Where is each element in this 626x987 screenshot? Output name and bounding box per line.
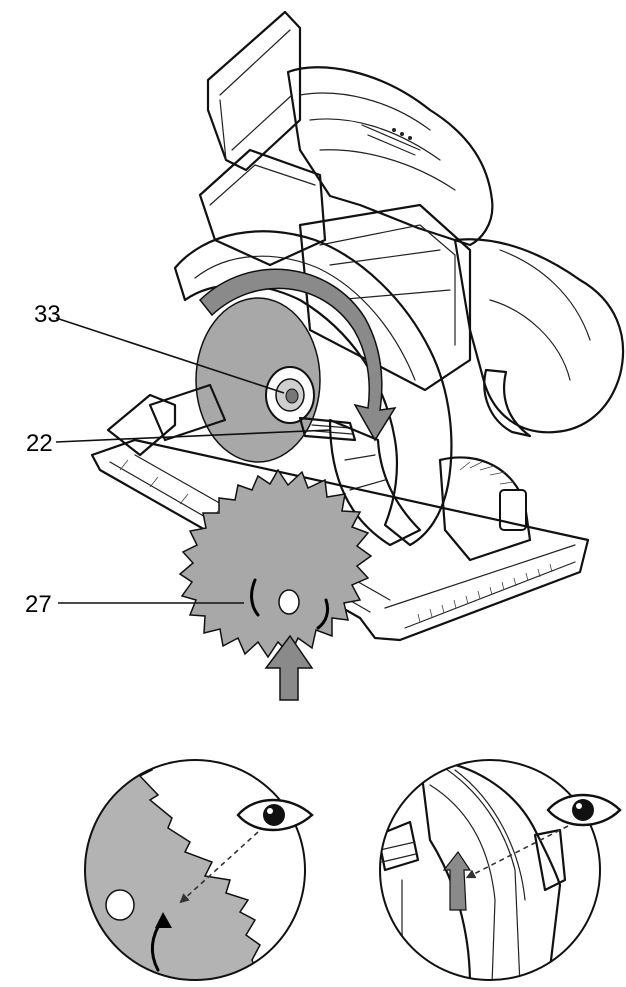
guard-arrow-detail	[442, 850, 472, 911]
guard-rotation-arrow	[198, 268, 397, 442]
dashed-arrow-icon	[179, 831, 259, 904]
callout-label-27: 27	[25, 591, 52, 618]
eye-icon	[236, 798, 314, 832]
up-arrow-icon	[264, 634, 314, 701]
callout-label-22: 22	[26, 430, 53, 457]
detail-guard-direction	[379, 759, 622, 981]
callout-33: 33	[34, 301, 285, 394]
saw-body	[90, 10, 625, 642]
detail-blade-direction	[84, 759, 314, 981]
eye-icon	[546, 793, 622, 827]
callout-label-33: 33	[34, 301, 61, 328]
dashed-arrow-icon	[465, 825, 569, 879]
callout-27: 27	[25, 591, 244, 618]
blade-arbor	[265, 366, 315, 424]
callout-22: 22	[26, 429, 331, 457]
saw-blade	[178, 468, 373, 701]
